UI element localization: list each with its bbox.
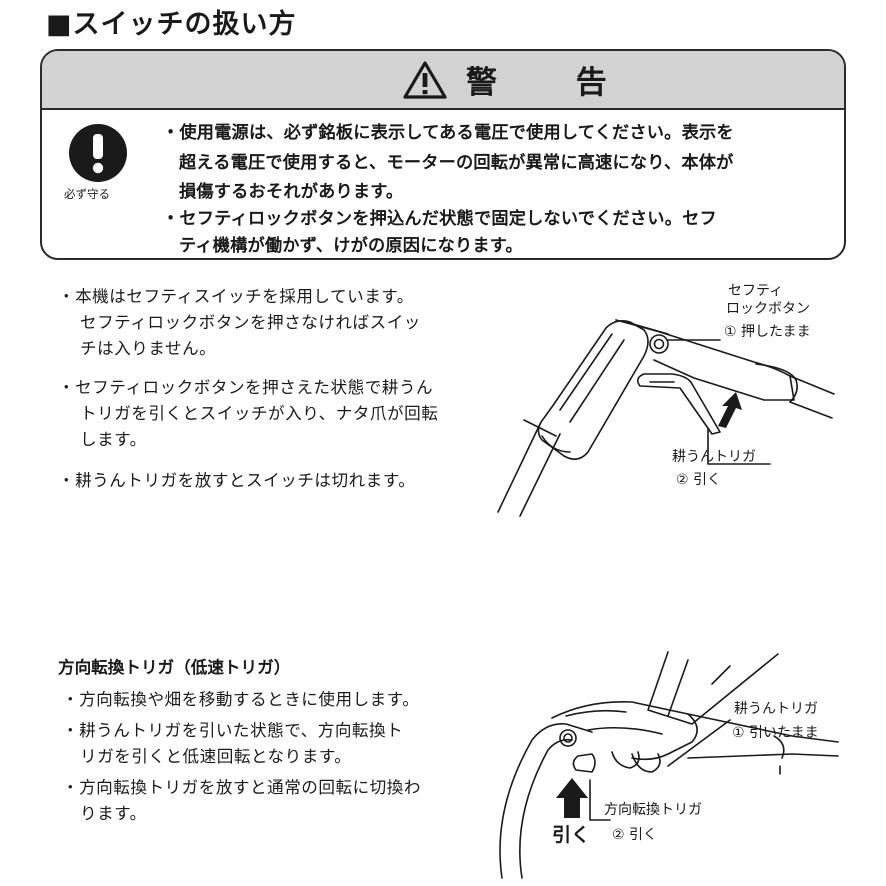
safety-switch-illustration — [497, 319, 835, 517]
direction-text-3b: ります。 — [80, 804, 147, 823]
warning-title: 警 告 — [466, 65, 641, 101]
tilling-trigger-step: ② 引く — [676, 472, 722, 488]
mandatory-action-icon — [69, 124, 127, 182]
pull-arrow-icon — [556, 778, 588, 818]
safety-lock-label-1: セフティ — [728, 283, 784, 299]
direction-text-2a: ・耕うんトリガを引いた状態で、方向転換ト — [62, 721, 404, 740]
tilling-trigger-step-2: ① 引いたまま — [732, 725, 819, 741]
warning-line-2: 超える電圧で使用すると、モーターの回転が異常に高速になり、本体が — [179, 153, 734, 173]
tilling-trigger-label-2: 耕うんトリガ — [734, 701, 818, 717]
switch-text-3a: ・耕うんトリガを放すとスイッチは切れます。 — [58, 471, 416, 490]
switch-text-2a: ・セフティロックボタンを押さえた状態で耕うん — [58, 378, 434, 397]
warning-header: 警 告 — [42, 51, 844, 110]
direction-trigger-step: ② 引く — [612, 827, 658, 843]
direction-title: 方向転換トリガ（低速トリガ） — [58, 658, 291, 677]
direction-text-1a: ・方向転換や畑を移動するときに使用します。 — [62, 690, 420, 709]
switch-text-1b: セフティロックボタンを押さなければスイッ — [80, 313, 421, 332]
warning-line-4: ・セフティロックボタンを押込んだ状態で固定しないでください。セフ — [162, 209, 717, 229]
warning-line-1: ・使用電源は、必ず銘板に表示してある電圧で使用してください。表示を — [162, 123, 734, 143]
warning-line-3: 損傷するおそれがあります。 — [179, 182, 404, 202]
safety-lock-step: ① 押したまま — [724, 324, 811, 340]
direction-trigger-label: 方向転換トリガ — [604, 802, 702, 818]
pull-label: 引く — [552, 824, 591, 846]
switch-text-2b: トリガを引くとスイッチが入り、ナタ爪が回転 — [80, 404, 439, 423]
pull-arrow-icon — [718, 392, 742, 428]
warning-box: 警 告 必ず守る ・使用電源は、必ず銘板に表示してある電圧で使用してください。表… — [40, 49, 846, 260]
direction-text-2b: リガを引くと低速回転となります。 — [80, 747, 352, 766]
tilling-trigger-label: 耕うんトリガ — [672, 449, 756, 465]
switch-text-2c: します。 — [80, 430, 147, 449]
section-title: ■スイッチの扱い方 — [46, 9, 297, 40]
safety-lock-label-2: ロックボタン — [726, 301, 810, 317]
mandatory-label: 必ず守る — [64, 187, 110, 201]
direction-trigger-illustration — [499, 651, 839, 879]
switch-text-1c: チは入りません。 — [80, 339, 217, 358]
switch-text-1a: ・本機はセフティスイッチを採用しています。 — [58, 287, 414, 306]
warning-triangle-icon — [403, 61, 447, 99]
direction-text-3a: ・方向転換トリガを放すと通常の回転に切換わ — [62, 778, 421, 797]
warning-line-5: ティ機構が働かず、けがの原因になります。 — [179, 236, 523, 256]
